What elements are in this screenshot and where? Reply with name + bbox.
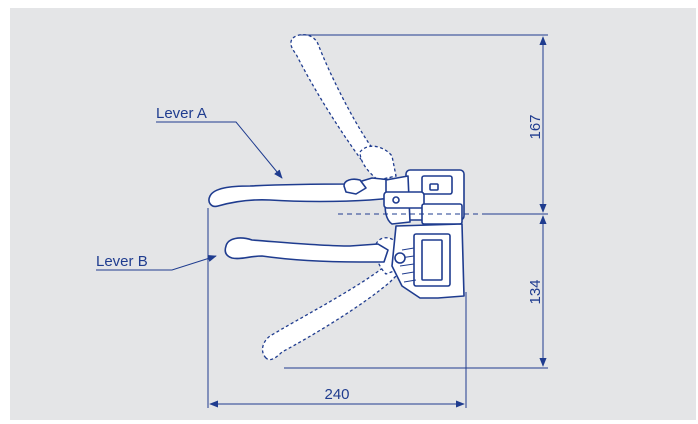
lever-a-label: Lever A: [156, 105, 207, 122]
lever-a-ghost-hub: [359, 145, 397, 181]
lever-b: [224, 237, 389, 263]
lever-b-leader: [96, 255, 217, 271]
housing-slider: [383, 191, 425, 209]
dim-lower-height: 134: [527, 279, 544, 304]
lever-b-label: Lever B: [96, 253, 148, 270]
drawing-panel: [10, 8, 696, 420]
pivot-pin-upper: [392, 196, 400, 204]
lever-a-grip-boss: [343, 178, 367, 195]
lever-a-leader: [156, 121, 283, 179]
housing-lower-core: [421, 239, 443, 281]
lever-b-open-ghost: [261, 257, 405, 361]
housing-slot: [429, 183, 439, 191]
dim-width: 240: [324, 386, 349, 403]
housing-ribs: [399, 247, 417, 283]
dim-upper-height: 167: [527, 114, 544, 139]
lever-a: [208, 177, 395, 208]
pivot-pin: [394, 252, 406, 264]
